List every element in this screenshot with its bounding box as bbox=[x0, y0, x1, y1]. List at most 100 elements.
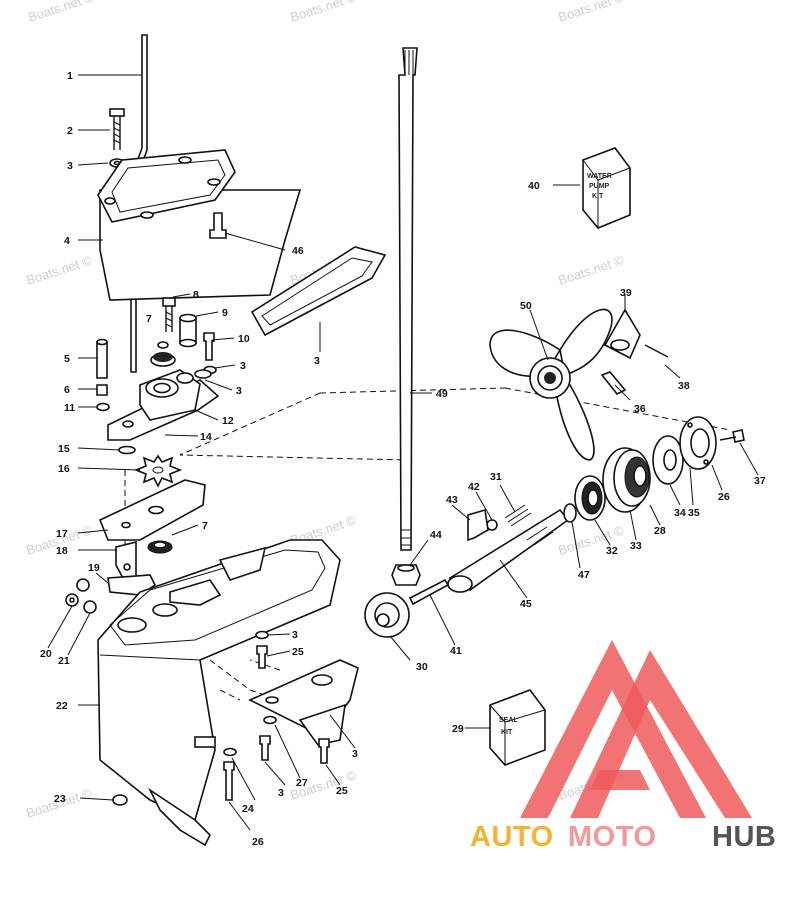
part-44-clutch bbox=[467, 508, 489, 542]
callout-1: 1 bbox=[67, 70, 73, 82]
callout-6: 6 bbox=[64, 384, 70, 396]
callout-3: 3 bbox=[236, 385, 242, 397]
part-27-trim-tab bbox=[248, 659, 359, 746]
callout-46: 46 bbox=[292, 245, 304, 257]
callout-49: 49 bbox=[436, 388, 448, 400]
seal-kit-line1: SEAL bbox=[499, 717, 518, 724]
part-20-nut bbox=[65, 593, 79, 607]
callout-26: 26 bbox=[252, 836, 264, 848]
part-18-bracket bbox=[115, 540, 137, 581]
part-45-bearing bbox=[563, 503, 577, 523]
part-37-shear-pin bbox=[600, 371, 627, 396]
part-12-pump-base bbox=[107, 369, 220, 441]
callout-4: 4 bbox=[64, 235, 70, 247]
part-25-bolt-lower bbox=[259, 735, 271, 761]
part-26-bolt-lower bbox=[318, 738, 330, 764]
logo-text-moto: MOTO bbox=[568, 821, 656, 853]
callout-43: 43 bbox=[446, 494, 458, 506]
callout-10: 10 bbox=[238, 333, 250, 345]
part-35-retainer bbox=[679, 416, 717, 470]
part-5-stud bbox=[96, 338, 108, 379]
callout-44: 44 bbox=[430, 529, 442, 541]
leader-lines bbox=[47, 74, 759, 831]
callout-3: 3 bbox=[240, 360, 246, 372]
callout-3: 3 bbox=[314, 355, 320, 367]
part-7-seal bbox=[150, 341, 176, 367]
callout-45: 45 bbox=[520, 598, 532, 610]
water-pump-kit-line2: PUMP bbox=[589, 183, 610, 190]
part-48-seal-kit: SEAL KIT bbox=[489, 689, 546, 766]
part-9-sleeve bbox=[179, 313, 197, 348]
callout-25: 25 bbox=[336, 785, 348, 797]
part-6-nut bbox=[96, 384, 108, 396]
part-15-washer bbox=[118, 445, 136, 455]
part-29-pinion-gear bbox=[364, 592, 410, 638]
part-23-screw bbox=[112, 794, 128, 806]
part-50-water-pump-kit: WATER PUMP KIT bbox=[582, 147, 631, 229]
callout-33: 33 bbox=[630, 540, 642, 552]
watermark-text: Boats.net © bbox=[26, 0, 96, 25]
callout-16: 16 bbox=[58, 463, 70, 475]
callout-15: 15 bbox=[58, 443, 70, 455]
callout-14: 14 bbox=[200, 431, 212, 443]
water-pump-kit-line1: WATER bbox=[587, 173, 612, 180]
callout-29: 29 bbox=[452, 723, 464, 735]
callout-24: 24 bbox=[242, 803, 254, 815]
callout-26: 26 bbox=[718, 491, 730, 503]
part-31-prop-shaft bbox=[447, 508, 570, 593]
part-3-washer-c bbox=[96, 402, 110, 412]
callout-28: 28 bbox=[654, 525, 666, 537]
callout-3: 3 bbox=[352, 748, 358, 760]
callout-3: 3 bbox=[67, 160, 73, 172]
callout-21: 21 bbox=[58, 655, 70, 667]
callout-22: 22 bbox=[56, 700, 68, 712]
callout-23: 23 bbox=[54, 793, 66, 805]
part-32-bearing-carrier bbox=[602, 447, 651, 513]
part-17-plate bbox=[98, 479, 206, 541]
part-40-drive-shaft bbox=[398, 47, 418, 551]
callout-35: 35 bbox=[688, 507, 700, 519]
callout-11: 11 bbox=[64, 402, 75, 414]
callout-7: 7 bbox=[202, 520, 208, 532]
callout-17: 17 bbox=[56, 528, 68, 540]
callout-40: 40 bbox=[528, 180, 540, 192]
callout-32: 32 bbox=[606, 545, 618, 557]
part-3-washer-f bbox=[223, 747, 237, 757]
callout-41: 41 bbox=[450, 645, 462, 657]
callout-37: 37 bbox=[754, 475, 766, 487]
callout-30: 30 bbox=[416, 661, 428, 673]
callout-2: 2 bbox=[67, 125, 73, 137]
part-3-washer-d bbox=[255, 630, 269, 640]
callout-34: 34 bbox=[674, 507, 686, 519]
part-42-spring bbox=[504, 504, 532, 527]
part-8-bolt bbox=[162, 297, 176, 332]
callout-38: 38 bbox=[678, 380, 690, 392]
callout-7: 7 bbox=[146, 313, 152, 325]
part-38-thrust-hub bbox=[603, 308, 641, 360]
autumotohub-logo: AUTO MOTO HUB bbox=[470, 640, 776, 853]
watermark-text: Boats.net © bbox=[556, 0, 626, 25]
callout-5: 5 bbox=[64, 353, 70, 365]
callout-19: 19 bbox=[88, 562, 100, 574]
callout-9: 9 bbox=[222, 307, 228, 319]
callout-36: 36 bbox=[634, 403, 646, 415]
part-26-bolt-right bbox=[719, 429, 745, 443]
seal-kit-line2: KIT bbox=[501, 729, 513, 736]
watermark-text: Boats.net © bbox=[24, 252, 94, 287]
part-10-bolt bbox=[203, 332, 215, 361]
part-7-seal-lower bbox=[147, 540, 173, 554]
water-pump-kit-line3: KIT bbox=[592, 193, 604, 200]
callout-20: 20 bbox=[40, 648, 52, 660]
callout-42: 42 bbox=[468, 481, 480, 493]
callout-27: 27 bbox=[296, 777, 308, 789]
part-39-propeller bbox=[489, 308, 613, 461]
callout-3: 3 bbox=[278, 787, 284, 799]
logo-text-auto: AUTO bbox=[470, 821, 554, 853]
part-49-gasket bbox=[250, 246, 387, 337]
part-46-bolt bbox=[209, 212, 227, 239]
part-25-bolt bbox=[256, 645, 268, 669]
watermark-text: Boats.net © bbox=[556, 252, 626, 287]
callout-50: 50 bbox=[520, 300, 532, 312]
